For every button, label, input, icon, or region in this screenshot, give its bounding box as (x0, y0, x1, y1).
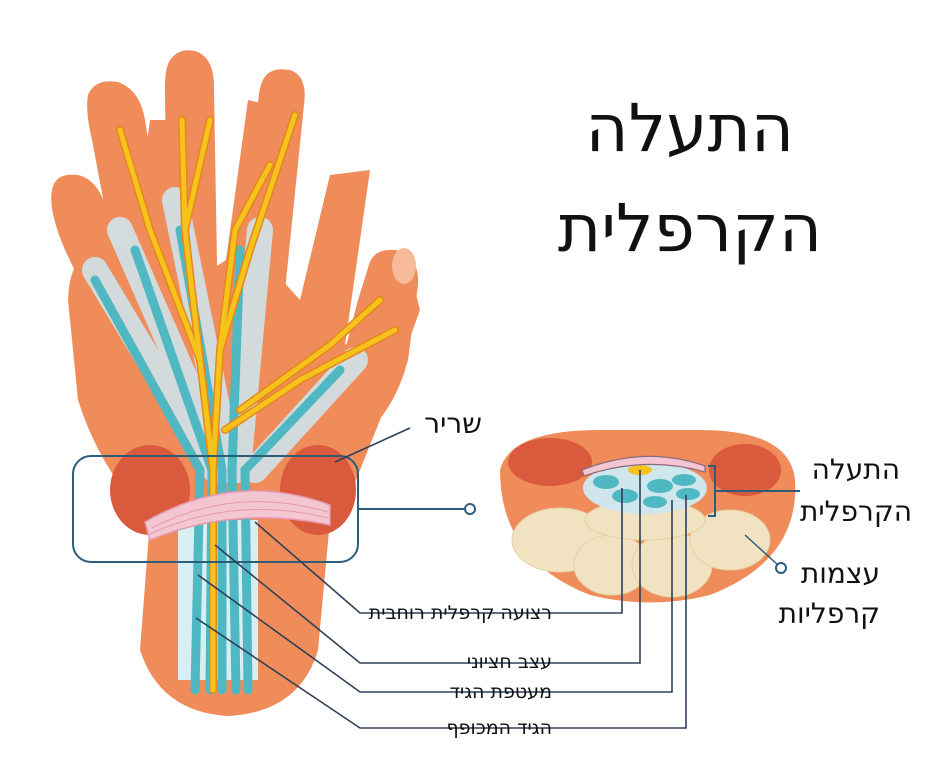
section-ligament (581, 455, 706, 477)
label-muscle: שריר (424, 407, 482, 440)
thumb-nail (392, 248, 416, 284)
leader-lines (195, 427, 687, 729)
title-line-1: התעלה (585, 90, 794, 167)
tunnel-space (583, 462, 707, 514)
section-tendons (593, 474, 700, 508)
label-transverse-ligament: רצועה קרפלית רוחבית (368, 602, 552, 624)
label-carpal-bones-1: עצמות (800, 557, 880, 590)
bones-pointer-dot (775, 562, 787, 574)
label-tendon-sheath: מעטפת הגיד (449, 681, 552, 703)
label-carpal-bones-2: קרפליות (778, 597, 880, 630)
ring-finger (87, 81, 178, 330)
tunnel-bracket (708, 465, 800, 517)
median-nerve-branches (116, 111, 399, 694)
section-muscle-left (508, 438, 592, 486)
ligament-stripes (149, 501, 329, 535)
label-median-nerve: עצב חציוני (466, 651, 552, 673)
section-muscle-right (709, 444, 781, 496)
title-line-2: הקרפלית (557, 190, 822, 267)
cross-section (500, 430, 800, 603)
label-flexor-tendon: הגיד המכופף (446, 717, 552, 739)
frame-connector-dot (464, 503, 476, 515)
bones-pointer-line (744, 534, 779, 566)
hand-illustration (51, 50, 476, 716)
label-carpal-tunnel-2: הקרפלית (799, 495, 912, 528)
label-carpal-tunnel-1: התעלה (811, 453, 900, 486)
